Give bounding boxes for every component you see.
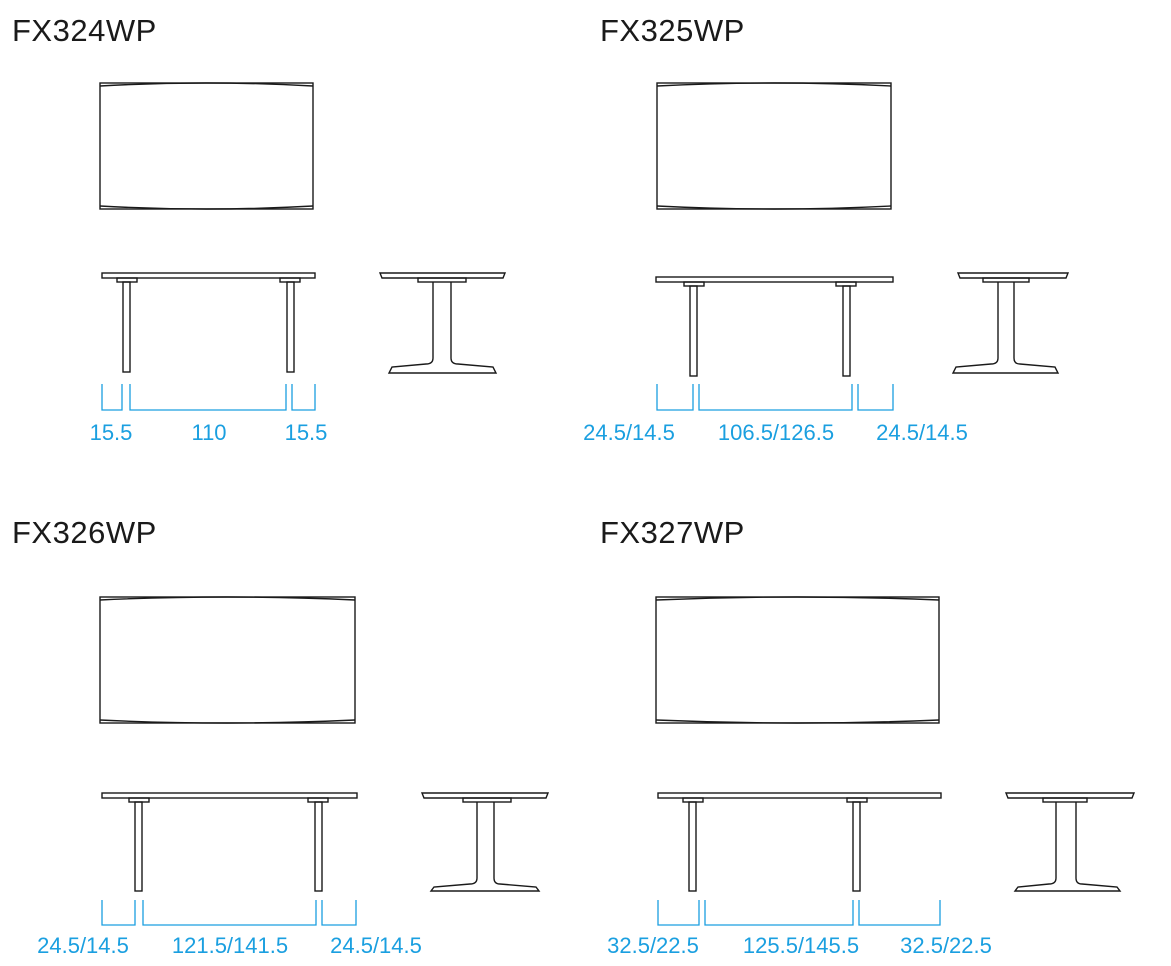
fx324wp-dimension-brackets — [101, 384, 316, 411]
fx326wp-dim-right: 24.5/14.5 — [330, 933, 422, 958]
model-title-fx324wp: FX324WP — [12, 13, 157, 48]
model-title-fx325wp: FX325WP — [600, 13, 745, 48]
fx325wp-side-view — [951, 272, 1070, 374]
model-title-fx326wp: FX326WP — [12, 515, 157, 550]
fx326wp-dim-center: 121.5/141.5 — [171, 933, 289, 958]
fx325wp-dim-center: 106.5/126.5 — [717, 420, 835, 445]
fx327wp-dim-right: 32.5/22.5 — [900, 933, 992, 958]
fx326wp-side-view — [420, 792, 550, 892]
fx325wp-dim-left: 24.5/14.5 — [583, 420, 675, 445]
fx324wp-side-view — [378, 272, 507, 374]
fx326wp-dim-left: 24.5/14.5 — [37, 933, 129, 958]
fx327wp-dimension-brackets — [657, 900, 941, 926]
fx327wp-dim-left: 32.5/22.5 — [607, 933, 699, 958]
fx327wp-side-view — [1004, 792, 1136, 892]
fx324wp-top-view — [99, 82, 314, 210]
fx325wp-dimension-brackets — [656, 384, 894, 411]
fx326wp-top-view — [99, 596, 356, 724]
fx324wp-dim-left: 15.5 — [89, 420, 133, 445]
model-title-fx327wp: FX327WP — [600, 515, 745, 550]
fx327wp-front-view — [657, 792, 942, 892]
fx324wp-dim-center: 110 — [191, 420, 227, 445]
fx326wp-dimension-brackets — [101, 900, 357, 926]
fx327wp-dim-center: 125.5/145.5 — [742, 933, 860, 958]
fx327wp-top-view — [655, 596, 940, 724]
fx324wp-front-view — [101, 272, 316, 373]
fx325wp-dim-right: 24.5/14.5 — [876, 420, 968, 445]
fx325wp-top-view — [656, 82, 892, 210]
fx324wp-dim-right: 15.5 — [284, 420, 328, 445]
fx326wp-front-view — [101, 792, 358, 892]
fx325wp-front-view — [655, 276, 894, 377]
